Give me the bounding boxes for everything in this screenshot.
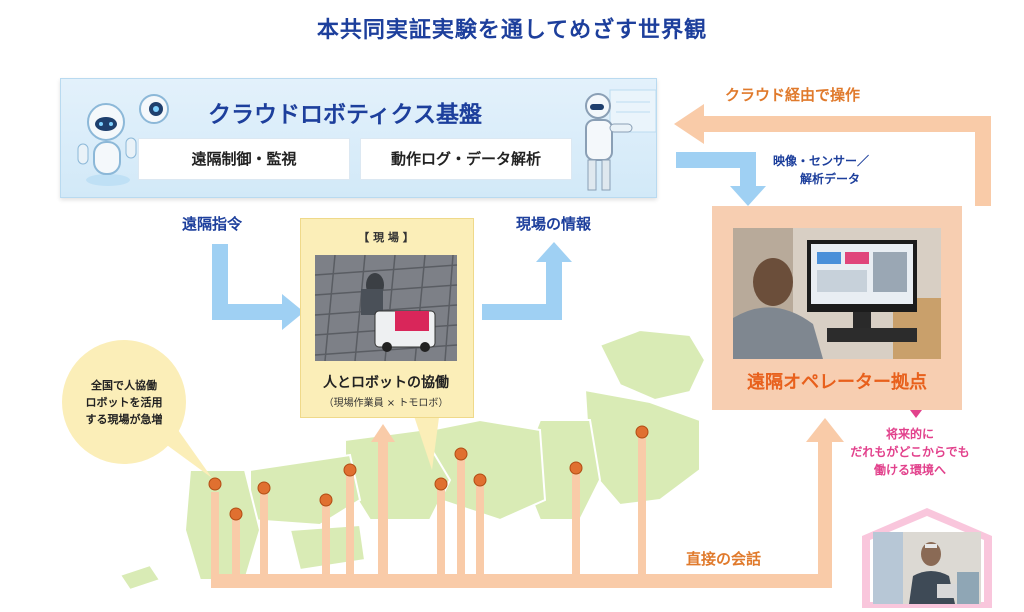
site-tag: 【 現 場 】 xyxy=(358,231,414,244)
bubble-tail xyxy=(160,430,212,478)
bubble-text: 全国で人協働 ロボットを活用 する現場が急増 xyxy=(74,377,174,428)
cloud-platform-title: クラウドロボティクス基盤 xyxy=(208,102,482,128)
direct-talk-label: 直接の会話 xyxy=(686,550,762,568)
future-line-2: だれもがどこからでも xyxy=(850,445,970,459)
map-kyushu xyxy=(183,469,262,581)
future-vision-text: 将来的に だれもがどこからでも 働ける環境へ xyxy=(820,425,1000,479)
video-sensor-label-line1: 映像・センサー／ xyxy=(773,154,870,168)
map-okinawa xyxy=(118,563,162,592)
collaboration-subtitle: （現場作業員 × トモロボ） xyxy=(323,398,449,409)
page-title: 本共同実証実験を通してめざす世界観 xyxy=(316,18,708,43)
construction-site-image xyxy=(315,255,457,361)
humanoid-robot-icon xyxy=(585,89,657,191)
remote-command-label: 遠隔指令 xyxy=(182,215,243,233)
site-box-tail xyxy=(412,410,440,470)
log-analysis-box: 動作ログ・データ解析 xyxy=(360,138,572,180)
operator-at-monitor-image xyxy=(733,228,941,359)
robot-head-icon xyxy=(139,94,169,124)
speech-bubble: 全国で人協働 ロボットを活用 する現場が急増 xyxy=(62,340,186,464)
pink-down-arrow-icon xyxy=(910,410,922,418)
map-pins xyxy=(208,425,649,521)
bubble-line-2: ロボットを活用 xyxy=(85,395,163,409)
video-sensor-label-line2: 解析データ xyxy=(800,172,861,186)
bubble-line-3: する現場が急増 xyxy=(85,412,163,426)
site-info-label: 現場の情報 xyxy=(516,215,592,233)
cloud-operation-label: クラウド経由で操作 xyxy=(725,86,861,104)
robot-left-icon xyxy=(77,103,137,186)
map-hokkaido xyxy=(598,328,707,402)
future-line-1: 将来的に xyxy=(885,427,934,441)
site-photo xyxy=(315,255,457,361)
orange-arrows xyxy=(211,104,991,588)
remote-worker-image xyxy=(873,532,981,604)
remote-worker-photo xyxy=(873,532,981,604)
remote-control-box: 遠隔制御・監視 xyxy=(138,138,350,180)
map-chubu xyxy=(428,418,547,522)
blue-arrows xyxy=(212,152,766,330)
bubble-line-1: 全国で人協働 xyxy=(91,378,157,392)
future-line-3: 働ける環境へ xyxy=(873,463,946,477)
operator-photo xyxy=(733,228,941,359)
collaboration-title: 人とロボットの協働 xyxy=(323,375,449,391)
operator-base-title: 遠隔オペレーター拠点 xyxy=(747,372,927,393)
